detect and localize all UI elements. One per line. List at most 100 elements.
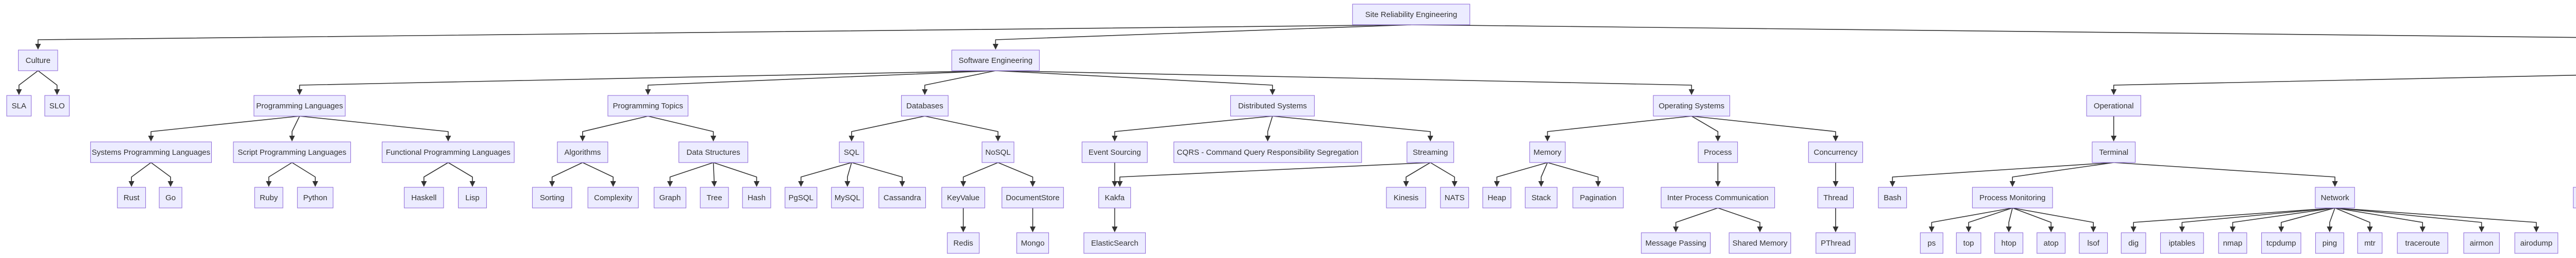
edge-software-engineering-to-programming-languages — [296, 70, 996, 95]
edge-programming-languages-to-systems-programming-languages — [148, 116, 300, 142]
node-label-traceroute: traceroute — [2405, 239, 2440, 248]
node-box-iptables — [2160, 232, 2204, 254]
node-label-distributed-systems: Distributed Systems — [1238, 102, 1307, 110]
edge-nosql-to-keyvalue — [960, 162, 998, 187]
node-label-mtr: mtr — [2364, 239, 2376, 248]
node-cassandra: Cassandra — [878, 187, 926, 208]
node-label-process-monitoring: Process Monitoring — [1979, 194, 2045, 202]
node-tree: Tree — [700, 187, 729, 208]
node-keyvalue: KeyValue — [941, 187, 986, 208]
node-top: top — [1956, 232, 1981, 254]
node-box-sorting — [532, 187, 572, 208]
node-box-algorithms — [557, 141, 608, 163]
node-label-hash: Hash — [748, 194, 766, 202]
node-inter-process-communication: Inter Process Communication — [1660, 187, 1775, 208]
edge-memory-to-stack — [1538, 162, 1548, 187]
node-box-message-passing — [1641, 232, 1711, 254]
edge-nosql-to-documentstore — [997, 162, 1036, 187]
node-site-reliability-engineering: Site Reliability Engineering — [1352, 4, 1470, 25]
node-airodump: airodump — [2514, 232, 2558, 254]
node-label-programming-topics: Programming Topics — [613, 102, 683, 110]
node-complexity: Complexity — [587, 187, 639, 208]
node-box-site-reliability-engineering — [1352, 4, 1470, 25]
node-label-ps: ps — [1927, 239, 1936, 248]
node-box-ping — [2315, 232, 2344, 254]
node-label-keyvalue: KeyValue — [947, 194, 979, 202]
node-label-site-reliability-engineering: Site Reliability Engineering — [1365, 10, 1457, 19]
node-puppet: Puppet — [2573, 187, 2576, 208]
node-operating-systems: Operating Systems — [1653, 95, 1731, 117]
node-box-lsof — [2079, 232, 2108, 254]
node-elasticsearch: ElasticSearch — [1083, 232, 1146, 254]
node-box-thread — [1817, 187, 1854, 208]
node-message-passing: Message Passing — [1641, 232, 1711, 254]
node-sla: SLA — [6, 95, 32, 117]
node-box-rust — [117, 187, 146, 208]
node-box-process-monitoring — [1972, 187, 2053, 208]
node-label-functional-programming-languages: Functional Programming Languages — [386, 148, 511, 157]
node-label-nats: NATS — [1445, 194, 1465, 202]
edge-site-reliability-engineering-to-culture — [35, 24, 1412, 50]
edge-programming-languages-to-script-programming-languages — [289, 116, 300, 142]
edge-process-monitoring-to-ps — [1928, 207, 2013, 233]
node-rust: Rust — [117, 187, 146, 208]
edge-process-monitoring-to-lsof — [2012, 207, 2096, 233]
node-label-lsof: lsof — [2088, 239, 2100, 248]
edge-databases-to-sql — [849, 116, 925, 142]
node-label-ruby: Ruby — [260, 194, 278, 202]
node-label-cqrs-command-query-responsibility-segregation: CQRS - Command Query Responsibility Segr… — [1177, 148, 1359, 157]
node-label-heap: Heap — [1487, 194, 1506, 202]
node-process: Process — [1698, 141, 1738, 163]
node-box-kakfa — [1098, 187, 1131, 208]
node-memory: Memory — [1529, 141, 1566, 163]
edge-streaming-to-kinesis — [1403, 162, 1431, 187]
edge-operating-systems-to-memory — [1545, 116, 1692, 142]
node-box-htop — [1994, 232, 2024, 254]
node-box-sql — [839, 141, 865, 163]
node-operational: Operational — [2086, 95, 2141, 117]
node-python: Python — [297, 187, 334, 208]
node-box-shared-memory — [1728, 232, 1791, 254]
node-slo: SLO — [44, 95, 70, 117]
node-dig: dig — [2121, 232, 2146, 254]
node-label-slo: SLO — [49, 102, 65, 110]
edge-network-to-nmap — [2230, 207, 2335, 233]
edge-script-programming-languages-to-python — [292, 162, 318, 187]
edge-data-structures-to-graph — [667, 162, 714, 187]
node-terminal: Terminal — [2092, 141, 2136, 163]
node-box-event-sourcing — [1081, 141, 1148, 163]
node-box-tcpdump — [2261, 232, 2301, 254]
edge-systems-programming-languages-to-rust — [128, 162, 151, 187]
edge-terminal-to-network — [2113, 162, 2338, 187]
node-label-streaming: Streaming — [1413, 148, 1448, 157]
node-pagination: Pagination — [1572, 187, 1624, 208]
node-label-go: Go — [165, 194, 176, 202]
node-box-elasticsearch — [1083, 232, 1146, 254]
node-nosql: NoSQL — [981, 141, 1014, 163]
node-box-cqrs-command-query-responsibility-segregation — [1173, 141, 1362, 163]
node-pgsql: PgSQL — [785, 187, 818, 208]
node-box-complexity — [587, 187, 639, 208]
node-label-nmap: nmap — [2223, 239, 2243, 248]
node-box-ruby — [254, 187, 283, 208]
node-box-atop — [2037, 232, 2066, 254]
node-programming-languages: Programming Languages — [253, 95, 346, 117]
node-label-sorting: Sorting — [540, 194, 565, 202]
node-box-dig — [2121, 232, 2146, 254]
node-box-lisp — [458, 187, 487, 208]
node-label-rust: Rust — [124, 194, 140, 202]
node-systems-programming-languages: Systems Programming Languages — [90, 141, 212, 163]
node-box-cassandra — [878, 187, 926, 208]
node-box-concurrency — [1808, 141, 1863, 163]
edge-culture-to-sla — [16, 70, 39, 95]
edge-programming-languages-to-functional-programming-languages — [299, 116, 451, 142]
edge-sql-to-cassandra — [851, 162, 905, 187]
node-mongo: Mongo — [1016, 232, 1049, 254]
node-box-functional-programming-languages — [382, 141, 515, 163]
node-lsof: lsof — [2079, 232, 2108, 254]
node-box-python — [297, 187, 334, 208]
node-label-lisp: Lisp — [465, 194, 480, 202]
node-label-programming-languages: Programming Languages — [256, 102, 343, 110]
node-sql: SQL — [839, 141, 865, 163]
